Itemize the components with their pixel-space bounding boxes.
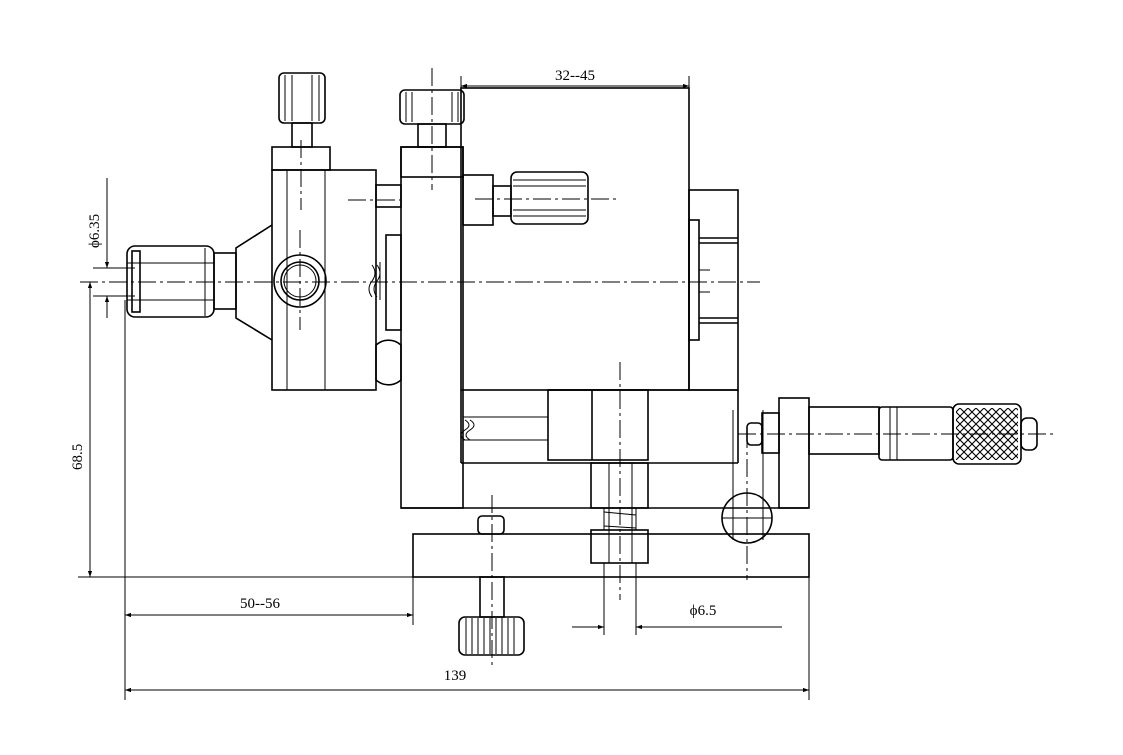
dim-hole-bottom: ϕ6.5: [572, 563, 782, 635]
lower-post: [590, 362, 649, 600]
large-housing: [460, 87, 738, 464]
micrometer-right: [738, 397, 1055, 509]
dim-label-height: 68.5: [70, 444, 86, 470]
rotary-holder: [271, 146, 402, 391]
dim-label-offset: 50--56: [240, 596, 280, 612]
dim-top-width: 32--45: [460, 68, 690, 190]
dim-offset: 50--56: [124, 300, 414, 700]
dim-label-hole-bottom: ϕ6.5: [690, 603, 717, 619]
slide-carriage: [460, 389, 739, 463]
side-knob-top: [462, 171, 620, 226]
dim-height: 68.5: [70, 282, 93, 577]
mount-screw: [458, 495, 525, 665]
dim-hole-left: ϕ6.35: [87, 178, 135, 318]
dim-label-top-width: 32--45: [555, 68, 595, 84]
top-knob-left: [278, 72, 326, 210]
right-clamp: [688, 189, 739, 391]
top-knob-center: [399, 68, 465, 190]
dim-label-hole-left: ϕ6.35: [87, 214, 103, 248]
base-plate: [412, 533, 810, 578]
dim-label-total-width: 139: [444, 668, 467, 684]
side-pin: [721, 410, 773, 580]
dim-total-width: 139: [125, 577, 810, 700]
